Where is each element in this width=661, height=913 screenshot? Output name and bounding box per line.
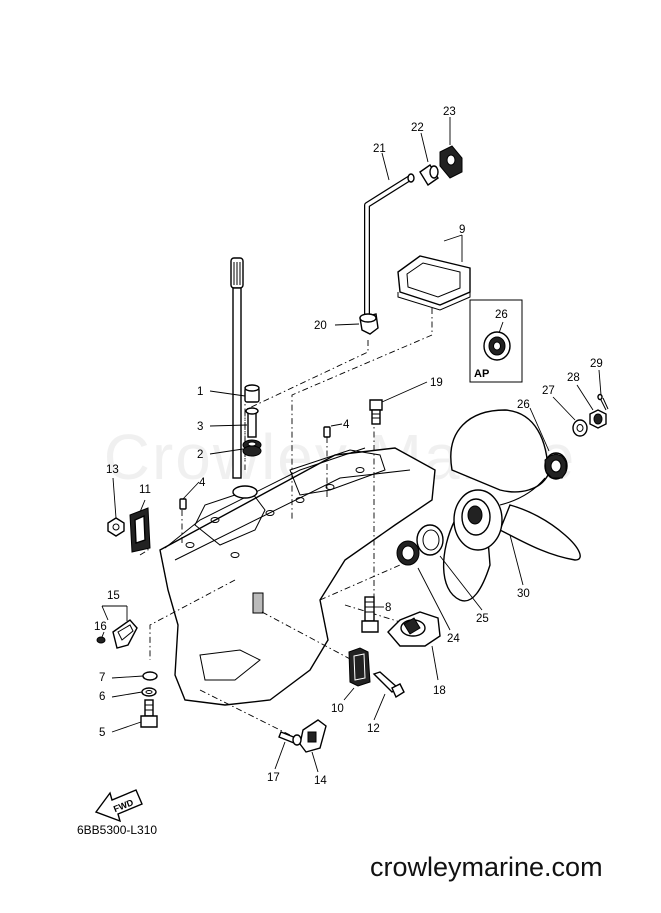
callout-25: 25	[476, 613, 489, 625]
callout-14: 14	[314, 775, 327, 787]
callout-30: 30	[517, 588, 530, 600]
callout-numbers: 1 3 2 4 4 5 6 7 8 9 10 11 12 13 14 15 16…	[94, 106, 603, 814]
callout-29: 29	[590, 358, 603, 370]
callout-22: 22	[411, 122, 424, 134]
part-washer-25[interactable]	[416, 524, 444, 556]
part-trim-tab-15[interactable]	[112, 619, 138, 649]
part-grommet-20[interactable]	[359, 313, 379, 335]
part-nut-13[interactable]	[107, 517, 125, 537]
part-bolt-12[interactable]	[372, 671, 405, 699]
part-propeller-30[interactable]	[442, 409, 581, 602]
callout-21: 21	[373, 143, 386, 155]
callout-6: 6	[99, 691, 105, 703]
part-bolt-19[interactable]	[369, 399, 383, 425]
part-bolt-5[interactable]	[140, 699, 158, 728]
lower-casing[interactable]	[159, 447, 436, 706]
part-anode-10[interactable]	[348, 647, 371, 687]
part-gasket-9[interactable]	[397, 255, 471, 311]
part-cap-18[interactable]	[387, 611, 441, 647]
callout-24: 24	[447, 633, 460, 645]
callout-2: 2	[197, 449, 203, 461]
ap-label: AP	[474, 368, 489, 380]
callout-23: 23	[443, 106, 456, 118]
site-url-link[interactable]: crowleymarine.com	[370, 852, 603, 882]
part-seal-rubber-23[interactable]	[439, 145, 463, 179]
callout-4b: 4	[199, 477, 206, 489]
callout-26b: 26	[517, 399, 530, 411]
part-washer-6[interactable]	[141, 687, 157, 697]
callout-8: 8	[385, 602, 391, 614]
diagram-code: 6BB5300-L310	[77, 823, 158, 837]
part-cotter-pin-29[interactable]	[597, 393, 609, 411]
part-grommet-22[interactable]	[419, 164, 439, 186]
callout-leader-lines	[101, 117, 602, 773]
callout-11: 11	[139, 484, 151, 496]
ap-inset-box	[469, 299, 523, 383]
callout-13: 13	[106, 464, 119, 476]
callout-18: 18	[433, 685, 446, 697]
part-sleeve-3[interactable]	[245, 407, 259, 438]
part-bushing-1[interactable]	[244, 384, 260, 403]
callout-12: 12	[367, 723, 380, 735]
callout-19: 19	[430, 377, 443, 389]
callout-10: 10	[331, 703, 344, 715]
part-nut-28[interactable]	[589, 409, 607, 429]
part-anode-11[interactable]	[129, 507, 151, 553]
callout-1: 1	[197, 386, 203, 398]
fwd-arrow-icon	[94, 789, 143, 823]
part-spacer-26[interactable]	[544, 452, 568, 480]
part-oil-seal-2[interactable]	[242, 439, 262, 457]
part-dowel-pin-4b[interactable]	[179, 498, 187, 510]
part-washer-7[interactable]	[142, 671, 158, 681]
callout-20: 20	[314, 320, 327, 332]
part-cover-14[interactable]	[299, 719, 327, 753]
callout-27: 27	[542, 385, 555, 397]
assembly-guide-lines	[139, 308, 433, 737]
callout-7: 7	[99, 672, 105, 684]
part-water-tube-21[interactable]	[364, 173, 415, 320]
callout-28: 28	[567, 372, 580, 384]
part-screw-17[interactable]	[278, 731, 302, 746]
part-washer-27[interactable]	[572, 419, 588, 437]
part-bolt-8[interactable]	[361, 596, 379, 633]
callout-9: 9	[459, 224, 465, 236]
callout-5: 5	[99, 727, 105, 739]
callout-3: 3	[197, 421, 203, 433]
part-oil-seal-24[interactable]	[396, 540, 420, 566]
callout-15: 15	[107, 590, 120, 602]
callout-16: 16	[94, 621, 107, 633]
part-dowel-pin-4a[interactable]	[323, 426, 331, 438]
callout-17: 17	[267, 772, 280, 784]
callout-4a: 4	[343, 419, 350, 431]
drive-shaft[interactable]	[230, 257, 244, 479]
callout-26a: 26	[495, 309, 508, 321]
part-bolt-16[interactable]	[96, 636, 106, 644]
